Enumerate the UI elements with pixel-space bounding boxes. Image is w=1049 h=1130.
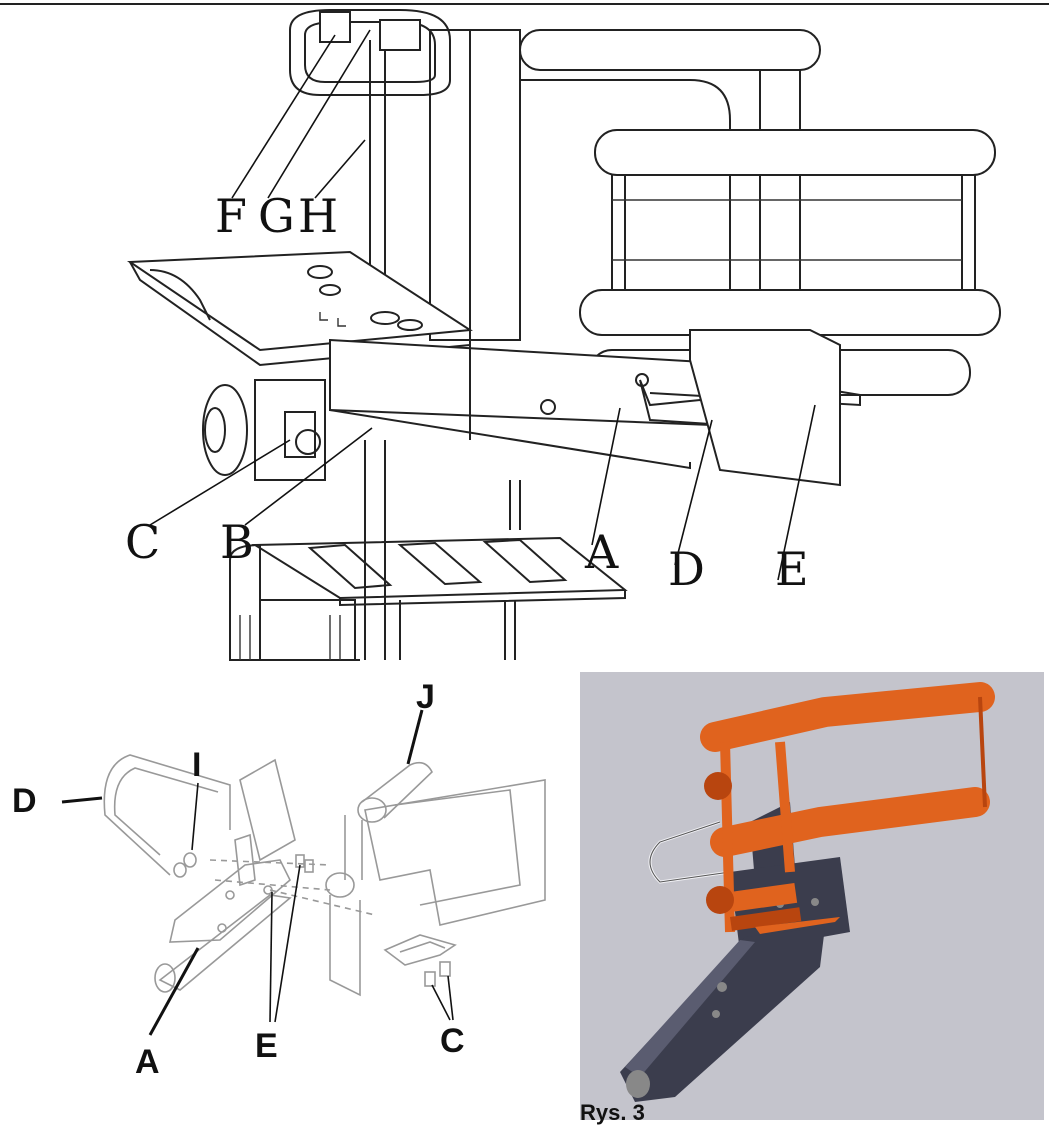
leader-D	[674, 419, 713, 566]
leader-ex-C2	[447, 975, 454, 1021]
exploded-label-E: E	[255, 1027, 278, 1065]
leader-ex-E2	[274, 864, 301, 1023]
label-D: D	[668, 542, 705, 596]
top-handle	[289, 9, 451, 96]
leader-B	[244, 427, 373, 526]
top-assembly-drawing: F G H C B A D E	[125, 9, 1001, 661]
label-F: F	[215, 189, 247, 243]
label-A: A	[584, 525, 619, 579]
label-E: E	[775, 542, 809, 596]
bracket-A	[154, 758, 376, 993]
leader-ex-E1	[269, 891, 273, 1023]
exploded-label-J: J	[416, 680, 435, 716]
leader-ex-D	[61, 796, 103, 804]
figure-caption: Rys. 3	[580, 1100, 645, 1125]
power-socket	[202, 379, 326, 481]
exploded-label-D: D	[12, 782, 37, 820]
exploded-label-A: A	[135, 1043, 160, 1081]
u-bracket-C	[383, 934, 457, 987]
leader-ex-I	[191, 782, 199, 851]
leader-A	[591, 407, 621, 546]
top-tray	[126, 250, 473, 367]
leader-C	[149, 439, 291, 526]
leader-H	[314, 139, 366, 199]
leader-ex-C1	[431, 984, 451, 1021]
render-view-illustration	[620, 682, 995, 1102]
exploded-label-C: C	[440, 1022, 465, 1060]
render-orange-frame	[700, 682, 995, 934]
label-H: H	[298, 189, 338, 243]
leader-G	[267, 29, 371, 199]
leader-ex-A	[148, 947, 200, 1036]
top-border-line	[0, 3, 1049, 5]
leader-E	[777, 404, 816, 581]
label-G: G	[258, 189, 295, 243]
lower-shelf	[251, 536, 628, 607]
frame-J	[325, 761, 546, 997]
motor-base	[229, 440, 521, 661]
splitter-column	[369, 29, 521, 341]
figure-caption-text: Rys. 3	[580, 1100, 645, 1125]
exploded-label-I: I	[192, 746, 201, 784]
render-view-panel	[580, 672, 1044, 1120]
exploded-view-drawing: D I J A E C	[12, 680, 546, 1081]
leader-F	[231, 34, 336, 199]
wire-handle-D	[103, 754, 231, 876]
main-beam	[329, 329, 861, 487]
label-C: C	[125, 515, 160, 569]
label-B: B	[220, 515, 254, 569]
nuts-I	[173, 852, 197, 878]
leader-ex-J	[406, 709, 424, 765]
